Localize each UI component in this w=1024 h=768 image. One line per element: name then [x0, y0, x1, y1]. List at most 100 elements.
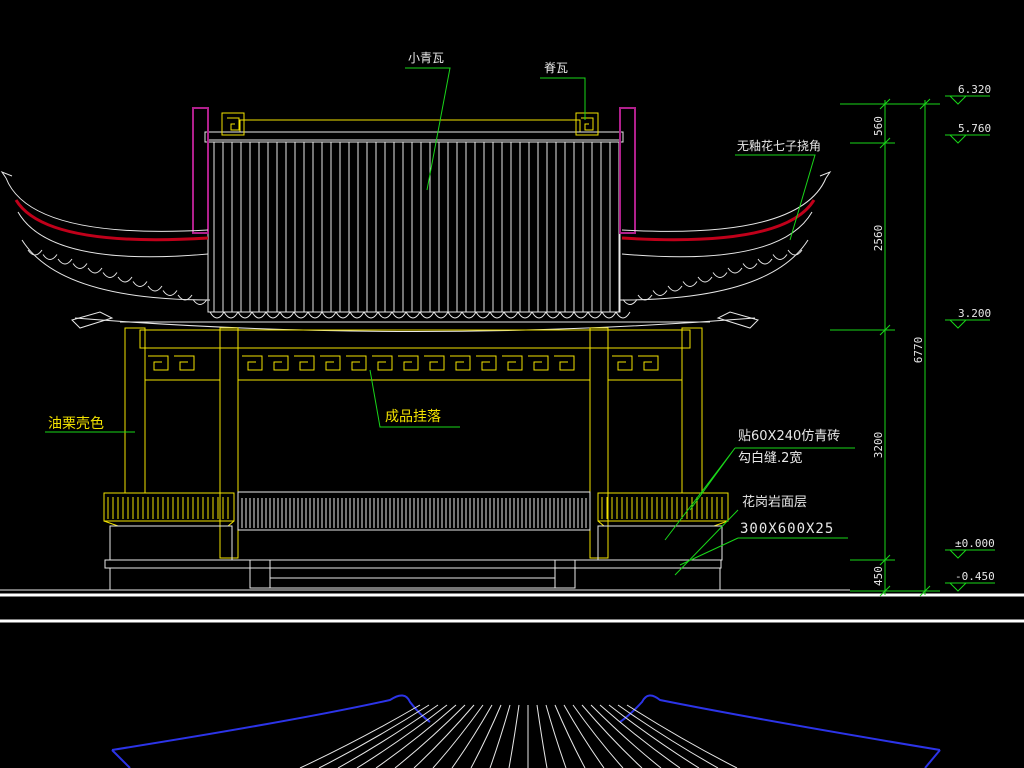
elev-5760: 5.760: [958, 122, 991, 135]
right-eave-red-band: [621, 199, 816, 242]
lattice-fret: [346, 355, 367, 371]
right-eave-scallop: [742, 263, 758, 269]
roof-plan-rib: [626, 704, 738, 768]
roof-plan-rib: [299, 704, 421, 768]
eave-scallop: [601, 311, 617, 319]
label-paint: 油栗壳色: [48, 415, 104, 432]
eave-scallop: [489, 311, 505, 319]
leader-granite: [674, 509, 848, 576]
dimension-texts: 560 2560 3200 450 6770 6.320 5.760 3.200…: [872, 83, 995, 586]
left-eave-scallop: [27, 249, 43, 256]
balustrade-left: [103, 492, 235, 522]
eave-scallop: [279, 311, 295, 319]
lattice-fret-pattern: [148, 355, 659, 371]
roof-plan-rib: [318, 704, 430, 768]
lattice-fret: [450, 355, 471, 371]
roof-plan-left-tip: [111, 749, 131, 768]
right-eave-scallop: [772, 254, 788, 260]
left-eave-scallop: [57, 258, 73, 265]
rear-bench: [237, 491, 591, 531]
roof-plan-rib: [590, 704, 662, 768]
left-eave-bracket: [71, 311, 114, 329]
roof-plan-rib: [413, 704, 475, 768]
roof-plan-rib: [337, 704, 439, 768]
label-lattice: 成品挂落: [385, 409, 441, 425]
left-eave-scallop: [72, 263, 88, 269]
balusters-left: [107, 497, 229, 519]
dim-slash-4: [879, 554, 891, 566]
roof-plan-rib: [508, 704, 520, 768]
dim-slash-1: [879, 98, 891, 110]
left-eave-red-band: [14, 199, 209, 242]
elev-marker-5: [945, 582, 995, 592]
right-eave-scallop: [757, 258, 773, 265]
eave-scallop: [545, 311, 561, 319]
balusters-right: [601, 497, 723, 519]
dim-560: 560: [872, 116, 885, 136]
roof-plan-rib: [545, 704, 567, 768]
roof-plan-rib: [432, 704, 484, 768]
left-eave-lower-curve: [17, 211, 209, 258]
lattice-fret: [612, 355, 633, 371]
left-eave-scallop: [192, 299, 208, 305]
right-eave-scallop: [712, 272, 728, 278]
lattice-fret: [372, 355, 393, 371]
column-inner-right: [589, 327, 609, 559]
left-eave-tip: [0, 170, 13, 179]
elev-marker-4: [945, 549, 995, 559]
lattice-fret: [268, 355, 289, 371]
right-eave-scallop: [652, 290, 668, 296]
dim-slash-5: [879, 585, 891, 597]
dim-slash-6: [919, 98, 931, 110]
left-eave-scallop: [102, 272, 118, 278]
eave-scallop: [363, 311, 379, 319]
base-line: [109, 568, 721, 590]
elev-6320: 6.320: [958, 83, 991, 96]
eave-scallop: [321, 311, 337, 319]
left-eave-scallop: [177, 294, 193, 301]
dim-450: 450: [872, 566, 885, 586]
left-eave-scallop: [132, 281, 148, 287]
roof-plan-tile-ribs: [299, 704, 738, 768]
eave-scallop: [405, 311, 421, 319]
roof-plan-rib: [489, 704, 511, 768]
label-tile: 小青瓦: [408, 51, 444, 65]
label-brick-2: 勾白缝.2宽: [738, 450, 802, 466]
roof-plan-rib: [563, 704, 605, 768]
eave-scallop: [237, 311, 253, 319]
eave-scallop: [265, 311, 281, 319]
platform: [104, 525, 723, 590]
lattice-fret: [528, 355, 549, 371]
elev-3200: 3.200: [958, 307, 991, 320]
eave-scallop-row: [209, 311, 631, 319]
eave-scallop: [559, 311, 575, 319]
dim-slash-7: [919, 585, 931, 597]
structure-frame: [103, 327, 729, 559]
left-eave-scallop: [42, 254, 58, 260]
label-eave-corner: 无釉花七子挠角: [737, 138, 821, 153]
right-eave-scallop: [787, 249, 803, 256]
lattice-fret: [294, 355, 315, 371]
eave-scallop: [251, 311, 267, 319]
ridge-cap: [204, 131, 624, 143]
eave-scallop: [447, 311, 463, 319]
elev-0000: ±0.000: [955, 537, 995, 550]
lattice-center: [237, 347, 591, 381]
bench-slats: [241, 498, 587, 528]
leader-lattice: [369, 369, 460, 428]
leader-ridge-tile: [540, 77, 586, 120]
lattice-fret: [174, 355, 195, 371]
leader-brick: [664, 447, 855, 541]
left-eave-tiles-curve: [21, 239, 211, 301]
right-eave-scallop: [622, 299, 638, 305]
left-eave-scallop: [147, 285, 163, 292]
roof-plan-rib: [554, 704, 586, 768]
eave-scallop: [307, 311, 323, 319]
dim-6770: 6770: [912, 337, 925, 364]
roof-plan-rib: [581, 704, 643, 768]
eave-scallop: [293, 311, 309, 319]
gable-post-right: [619, 107, 636, 234]
lattice-fret: [148, 355, 169, 371]
ridge-ornament-right-scroll: [581, 117, 594, 131]
